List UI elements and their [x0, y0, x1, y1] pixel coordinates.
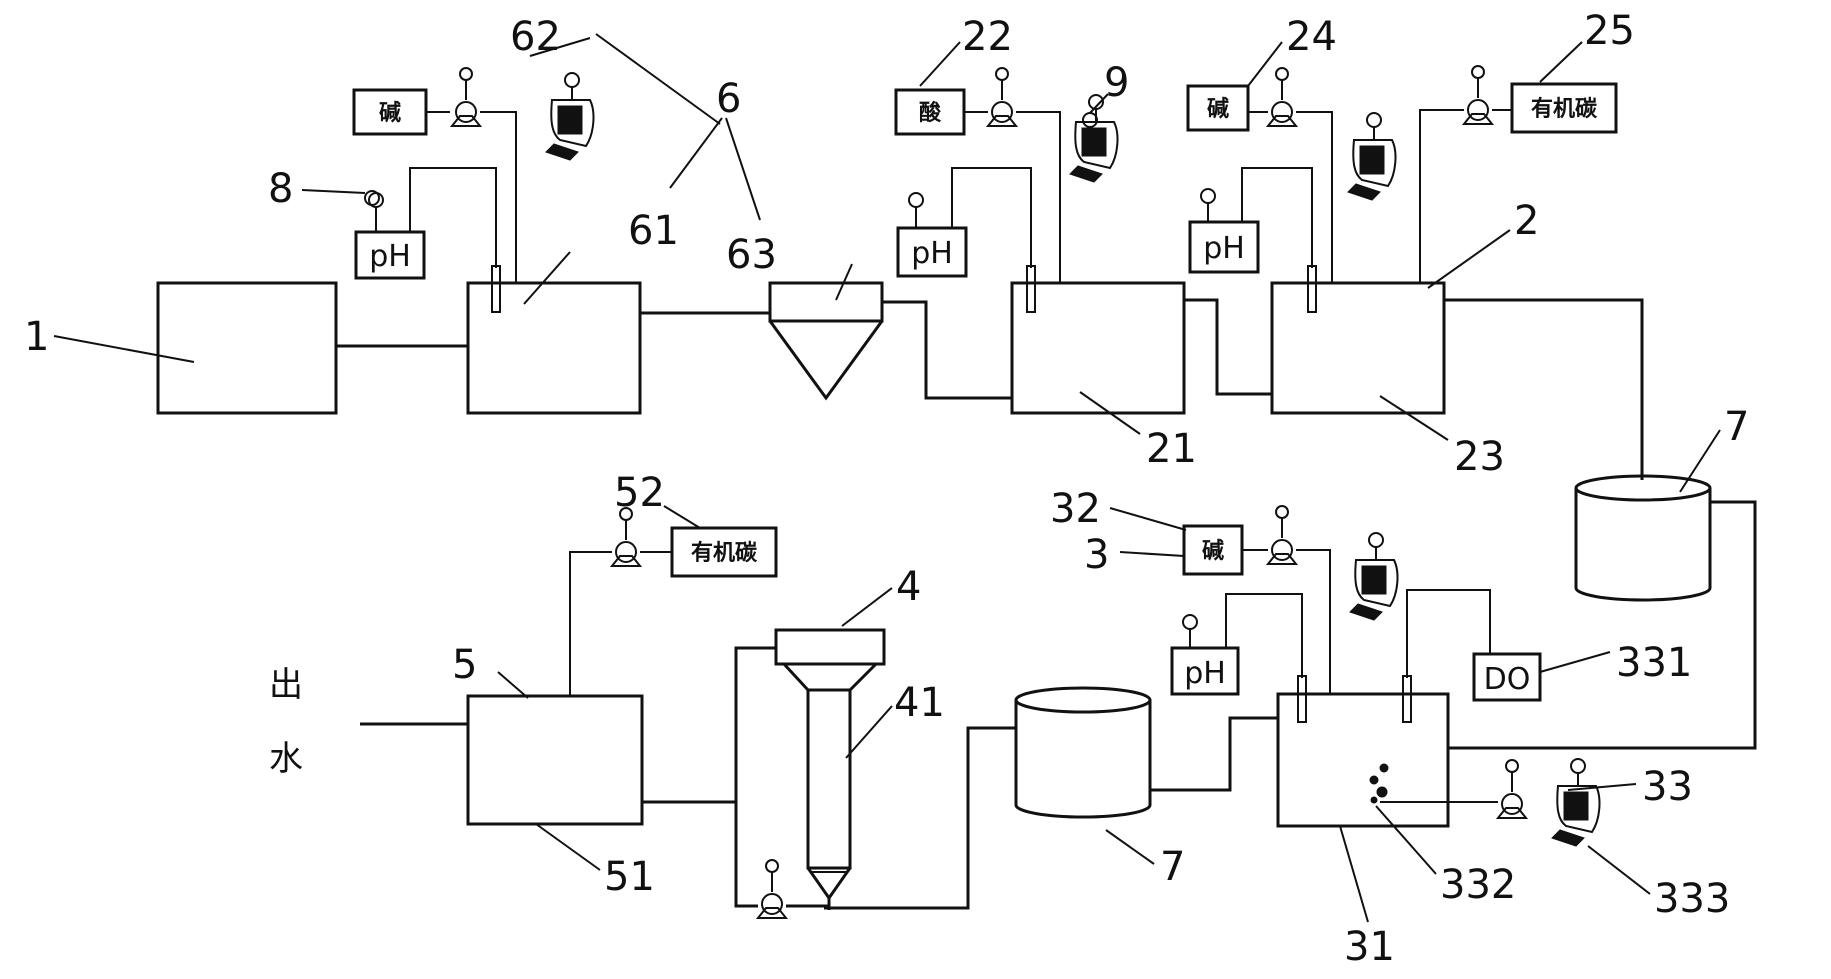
label-31: 31 — [1344, 924, 1395, 970]
label-333: 333 — [1654, 876, 1730, 922]
label-2: 2 — [1514, 198, 1539, 244]
dosing-box-24 — [1186, 84, 1250, 132]
label-4: 4 — [896, 564, 921, 610]
dosing-52-label: 有机碳 — [691, 540, 758, 566]
dosing-62-label: 碱 — [379, 100, 401, 126]
label-332: 332 — [1440, 862, 1516, 908]
ph-meter-23-label: pH — [1203, 231, 1245, 266]
label-7-bottom: 7 — [1160, 844, 1185, 890]
label-63: 63 — [726, 232, 777, 278]
dosing-box-25 — [1510, 82, 1618, 134]
tank-1 — [156, 281, 338, 415]
computer-icon-61 — [545, 72, 595, 161]
ph-meter-31 — [1170, 646, 1240, 696]
dosing-pump-3 — [1267, 505, 1297, 565]
label-32: 32 — [1050, 486, 1101, 532]
outlet-char-2: 水 — [269, 739, 303, 779]
aeration-pump-332 — [1497, 759, 1527, 819]
tank-51 — [466, 694, 644, 826]
label-62: 62 — [510, 14, 561, 60]
label-331: 331 — [1616, 640, 1692, 686]
label-23: 23 — [1454, 434, 1505, 480]
label-61: 61 — [628, 208, 679, 254]
do-meter-331-label: DO — [1484, 662, 1531, 697]
recirculation-pump-4 — [757, 859, 787, 919]
ph-meter-61 — [354, 230, 426, 280]
label-33: 33 — [1642, 764, 1693, 810]
tank-23 — [1270, 281, 1446, 415]
label-24: 24 — [1286, 14, 1337, 60]
ph-meter-21-label: pH — [911, 236, 953, 271]
column-41 — [806, 688, 852, 870]
tank-21 — [1010, 281, 1186, 415]
label-41: 41 — [894, 680, 945, 726]
storage-tank-7-right — [1574, 474, 1712, 602]
label-51: 51 — [604, 854, 655, 900]
computer-icon-23 — [1347, 112, 1397, 201]
dosing-24-label: 碱 — [1207, 96, 1229, 122]
label-7-right: 7 — [1724, 404, 1749, 450]
ph-meter-21 — [896, 226, 968, 278]
ph-meter-61-label: pH — [369, 239, 411, 274]
label-5: 5 — [452, 642, 477, 688]
tank-31 — [1276, 692, 1450, 828]
label-25: 25 — [1584, 8, 1635, 54]
computer-icon-31 — [1349, 532, 1399, 621]
label-22: 22 — [962, 14, 1013, 60]
label-21: 21 — [1146, 426, 1197, 472]
label-1: 1 — [24, 314, 49, 360]
label-52: 52 — [614, 470, 665, 516]
label-6: 6 — [716, 76, 741, 122]
dosing-3-label: 碱 — [1202, 538, 1224, 564]
ph-meter-31-label: pH — [1184, 656, 1226, 691]
dosing-box-62 — [352, 88, 428, 136]
ph-meter-23 — [1188, 220, 1260, 274]
dosing-25-label: 有机碳 — [1531, 96, 1598, 122]
computer-icon-333 — [1551, 758, 1601, 847]
dosing-22-label: 酸 — [919, 101, 942, 126]
column-top-4 — [774, 628, 886, 666]
dosing-pump-25 — [1463, 65, 1493, 125]
label-8: 8 — [268, 166, 293, 212]
outlet-char-1: 出 — [269, 665, 303, 705]
tank-61 — [466, 281, 642, 415]
dosing-pump-62 — [451, 67, 481, 127]
dosing-pump-22 — [987, 67, 1017, 127]
storage-tank-7-bottom — [1014, 686, 1152, 819]
do-meter-331 — [1472, 652, 1542, 702]
dosing-pump-24 — [1267, 67, 1297, 127]
dosing-pump-52 — [611, 507, 641, 567]
dosing-box-3 — [1182, 524, 1244, 576]
label-3: 3 — [1084, 532, 1109, 578]
settler-63 — [768, 281, 884, 323]
label-9: 9 — [1104, 60, 1129, 106]
